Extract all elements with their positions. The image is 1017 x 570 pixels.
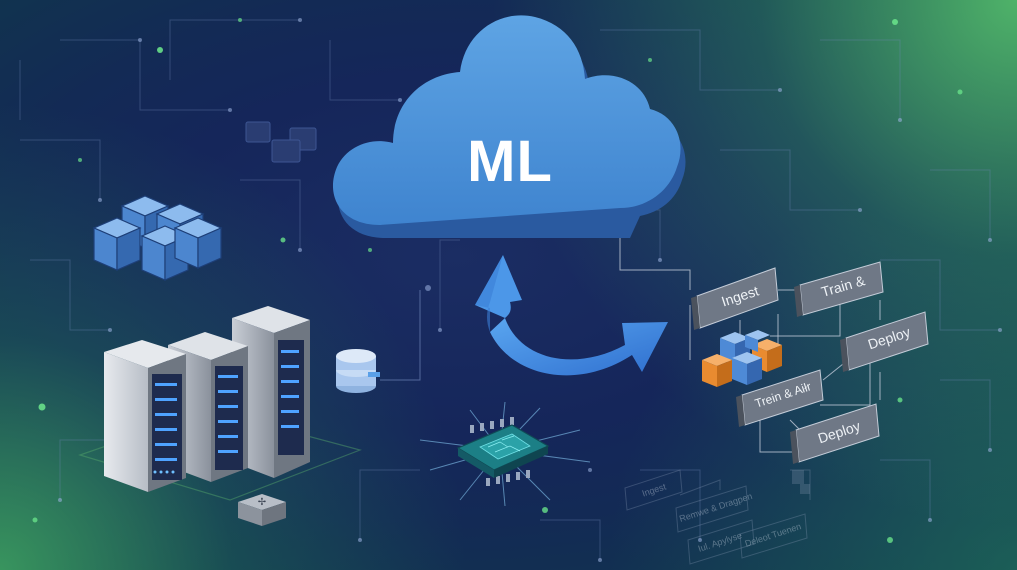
svg-text:✢: ✢ (258, 497, 266, 508)
data-cubes-icon (702, 330, 782, 387)
pipeline-step-train (794, 261, 884, 317)
pipeline-step-trein (736, 369, 824, 427)
pipeline-step-deploy-lower (790, 403, 880, 464)
pipeline-step-deploy-upper (840, 311, 929, 372)
pipeline-step-ingest (691, 267, 779, 330)
cloud-label: ML (467, 129, 553, 194)
